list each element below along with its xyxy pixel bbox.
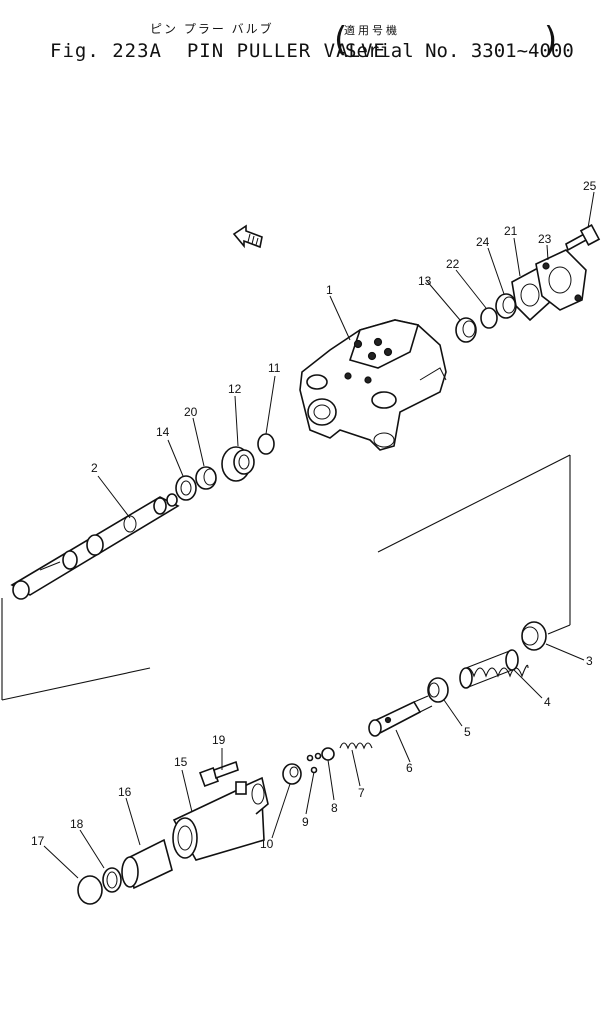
callout-14: 14 (156, 425, 170, 439)
part-8-ball (321, 747, 335, 761)
part-24-retainer (495, 293, 517, 319)
callout-19: 19 (212, 733, 226, 747)
part-17-cap (77, 875, 103, 905)
part-12-cover (221, 446, 255, 482)
part-16-sleeve (121, 838, 173, 890)
serial-range: Serial No. 3301~4000 (345, 40, 574, 62)
callout-9: 9 (302, 815, 309, 829)
direction-arrow-icon (232, 224, 263, 249)
callout-15: 15 (174, 755, 188, 769)
callout-22: 22 (446, 257, 460, 271)
callout-24: 24 (476, 235, 490, 249)
part-10-plug (282, 763, 302, 785)
callout-13: 13 (418, 274, 432, 288)
callout-8: 8 (331, 801, 338, 815)
part-15-cylinder (172, 776, 269, 861)
part-3-cap (521, 621, 547, 651)
part-9-balls (306, 752, 322, 774)
part-1-valve-body (299, 319, 447, 451)
part-5-seat (427, 677, 449, 703)
part-7-spring (339, 742, 373, 750)
open-paren: ( (334, 20, 348, 60)
part-23-flange (535, 249, 587, 311)
close-paren: ) (544, 20, 558, 60)
callout-labels: 1 2 3 4 5 6 7 8 9 10 11 12 13 14 15 16 1… (31, 179, 597, 851)
assembly-lines (1, 454, 571, 701)
part-25-bolt (565, 224, 601, 252)
callout-4: 4 (544, 695, 551, 709)
callout-6: 6 (406, 761, 413, 775)
figure-number: Fig. 223A (50, 40, 162, 62)
part-6-plunger (368, 695, 433, 737)
part-14-washer (175, 475, 197, 501)
callout-5: 5 (464, 725, 471, 739)
part-4-spring (459, 649, 529, 689)
part-22-seal (480, 307, 498, 329)
callout-12: 12 (228, 382, 242, 396)
figure-name: PIN PULLER VALVE (186, 40, 386, 62)
callout-21: 21 (504, 224, 518, 238)
callout-7: 7 (358, 786, 365, 800)
part-20-seal (195, 466, 217, 490)
callout-11: 11 (268, 361, 281, 375)
callout-10: 10 (260, 837, 274, 851)
part-11-o-ring (257, 433, 275, 455)
callout-1: 1 (326, 283, 333, 297)
callout-3: 3 (586, 654, 593, 668)
part-18-ring (102, 867, 122, 893)
part-19-bolt (199, 760, 239, 787)
figure-title: Fig. 223A PIN PULLER VALVE (50, 40, 386, 62)
callout-23: 23 (538, 232, 552, 246)
applicable-serial-japanese: 適用号機 (344, 24, 400, 37)
callout-25: 25 (583, 179, 597, 193)
callout-2: 2 (91, 461, 98, 475)
part-13-ring (455, 317, 477, 343)
title-japanese: ピン プラー バルブ (150, 22, 274, 36)
callout-20: 20 (184, 405, 198, 419)
callout-18: 18 (70, 817, 84, 831)
callout-16: 16 (118, 785, 132, 799)
part-2-spool (10, 493, 180, 600)
callout-17: 17 (31, 834, 45, 848)
leader-lines (43, 191, 595, 879)
